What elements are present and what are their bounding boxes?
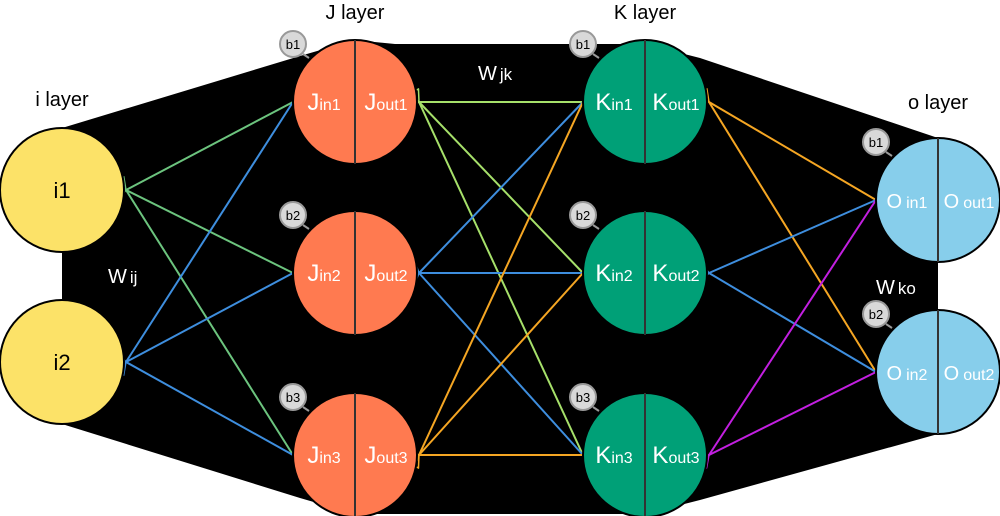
node-output-label: Kout3 <box>652 442 699 469</box>
bias-bubble <box>279 30 307 58</box>
weight-label-wjk-main: W <box>478 63 497 85</box>
node-input-label: Jin1 <box>307 89 340 116</box>
weight-label-wko-sub: ko <box>898 279 916 298</box>
bias-label: b1 <box>576 37 590 52</box>
edge-j3-to-i1 <box>126 190 294 456</box>
bias-label: b1 <box>286 37 300 52</box>
bias-bubble <box>862 300 890 328</box>
bias-bubble <box>279 383 307 411</box>
bias-label: b1 <box>869 135 883 150</box>
edge-j1-to-i2 <box>126 101 294 362</box>
bias-label: b2 <box>869 307 883 322</box>
edge-k2-to-j3 <box>419 272 584 455</box>
layer-title-j: J layer <box>326 2 385 24</box>
node-output-label: Kout2 <box>652 260 699 287</box>
node-input-label: Jin2 <box>307 260 340 287</box>
bias-bubble <box>569 30 597 58</box>
layer-title-k: K layer <box>614 2 677 24</box>
node-circle <box>0 127 125 253</box>
node-i1: i1 <box>0 127 125 253</box>
node-circle <box>0 299 125 425</box>
bias-connector <box>592 224 600 230</box>
bias-bubble <box>569 383 597 411</box>
edge-o1-to-k2 <box>709 199 877 273</box>
edge-j3-to-i2 <box>126 362 294 456</box>
edge-k1-to-j3 <box>419 101 584 455</box>
bias-bubble <box>569 201 597 229</box>
node-j2: Jin2 Jout2 b2 <box>279 201 418 336</box>
node-output-label: Kout1 <box>652 89 699 116</box>
weight-label-wij-main: W <box>108 266 127 288</box>
node-output-label: Jout2 <box>364 260 407 287</box>
node-i2: i2 <box>0 299 125 425</box>
edge-k1-to-j2 <box>419 101 584 273</box>
layer-title-i: i layer <box>35 89 89 111</box>
bias-label: b2 <box>286 208 300 223</box>
node-input-label: Kin3 <box>595 442 632 469</box>
node-label: i2 <box>53 350 70 375</box>
weight-label-wij-sub: ij <box>130 268 138 287</box>
edge-o1-to-k3 <box>709 199 877 455</box>
node-input-label: Kin2 <box>595 260 632 287</box>
bias-connector <box>885 323 893 329</box>
edge-o2-to-k2 <box>709 273 877 373</box>
bias-connector <box>302 53 310 59</box>
bias-label: b3 <box>286 390 300 405</box>
bias-bubble <box>862 128 890 156</box>
node-label: i1 <box>53 178 70 203</box>
edge-j2-to-i2 <box>126 272 294 362</box>
bias-connector <box>592 406 600 412</box>
layer-title-o: o layer <box>908 92 968 114</box>
node-output-label: Jout3 <box>364 442 407 469</box>
edge-j1-to-i1 <box>126 101 294 190</box>
bias-connector <box>885 151 893 157</box>
edges-layer <box>126 101 877 456</box>
edge-o1-to-k1 <box>709 102 877 201</box>
bias-connector <box>302 406 310 412</box>
bias-bubble <box>279 201 307 229</box>
weight-label-wjk-sub: jk <box>499 65 513 84</box>
node-input-label: Jin3 <box>307 442 340 469</box>
node-j3: Jin3 Jout3 b3 <box>279 383 418 516</box>
node-k3: Kin3 Kout3 b3 <box>569 383 708 516</box>
bias-connector <box>302 224 310 230</box>
node-k1: Kin1 Kout1 b1 <box>569 30 708 165</box>
node-output-label: Jout1 <box>364 89 407 116</box>
bias-label: b2 <box>576 208 590 223</box>
edge-o2-to-k3 <box>709 371 877 455</box>
bias-connector <box>592 53 600 59</box>
bias-label: b3 <box>576 390 590 405</box>
node-k2: Kin2 Kout2 b2 <box>569 201 708 336</box>
node-j1: Jin1 Jout1 b1 <box>279 30 418 165</box>
weight-label-wko-main: W <box>876 277 895 299</box>
node-input-label: Kin1 <box>595 89 632 116</box>
